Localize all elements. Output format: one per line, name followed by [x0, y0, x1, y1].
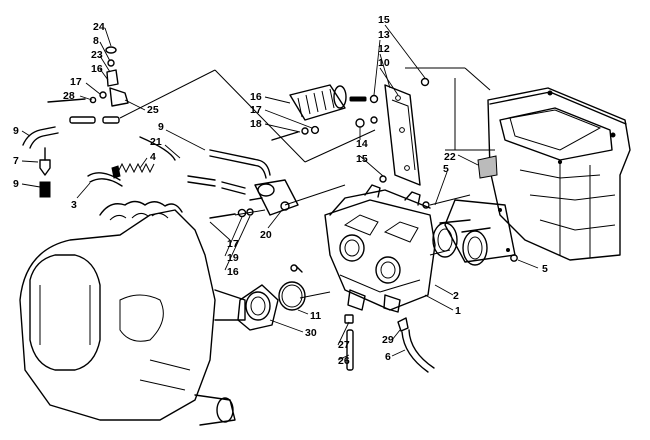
callout-26: 26 [338, 355, 350, 367]
fuel-pump [209, 179, 299, 219]
callout-28: 28 [63, 90, 75, 102]
callout-4: 4 [150, 151, 156, 163]
fuel-filter-spring [111, 162, 155, 179]
callout-1: 1 [455, 305, 461, 317]
vent-hose [397, 317, 435, 373]
fuel-line-9 [209, 149, 271, 179]
callout-20: 20 [260, 229, 272, 241]
callout-22: 22 [444, 151, 456, 163]
callout-5: 5 [443, 163, 449, 175]
callout-14: 14 [356, 138, 368, 150]
callout-2: 2 [453, 290, 459, 302]
callout-9: 9 [13, 178, 19, 190]
callout-16: 16 [91, 63, 103, 75]
callout-9: 9 [158, 121, 164, 133]
callout-15: 15 [356, 153, 368, 165]
callout-27: 27 [338, 339, 350, 351]
callout-13: 13 [378, 29, 390, 41]
callout-16: 16 [250, 91, 262, 103]
leader-lines [21, 24, 539, 361]
callout-16: 16 [227, 266, 239, 278]
callout-7: 7 [13, 155, 19, 167]
intake-adapter [432, 199, 516, 266]
callout-6: 6 [385, 351, 391, 363]
engine-block [19, 200, 246, 426]
intake-flange [237, 284, 279, 331]
callout-30: 30 [305, 327, 317, 339]
misc-fasteners [422, 201, 518, 262]
callout-5: 5 [542, 263, 548, 275]
airbox-silencer [487, 87, 631, 261]
callout-15: 15 [378, 14, 390, 26]
carburetor-assembly [324, 184, 436, 313]
callout-17: 17 [227, 238, 239, 250]
fuel-line-21 [139, 136, 246, 195]
callout-17: 17 [70, 76, 82, 88]
callout-10: 10 [378, 57, 390, 69]
callout-23: 23 [91, 49, 103, 61]
callout-19: 19 [227, 252, 239, 264]
mounting-bracket [384, 84, 421, 186]
callout-12: 12 [378, 43, 390, 55]
fuel-fitting-group [22, 46, 129, 198]
callout-25: 25 [147, 104, 159, 116]
callout-24: 24 [93, 21, 105, 33]
callout-8: 8 [93, 35, 99, 47]
ignition-module [271, 84, 347, 141]
intake-clamp [278, 264, 306, 311]
callout-18: 18 [250, 118, 262, 130]
decal-plate [477, 155, 498, 179]
callout-29: 29 [382, 334, 394, 346]
callout-11: 11 [310, 310, 321, 322]
hose-clamp [87, 172, 123, 187]
fasteners-bracket [349, 77, 430, 183]
callout-9: 9 [13, 125, 19, 137]
callout-3: 3 [71, 199, 77, 211]
callout-labels: 24 8 23 16 17 28 25 9 7 9 3 4 21 9 16 17… [13, 14, 548, 367]
callout-21: 21 [150, 136, 162, 148]
callout-17: 17 [250, 104, 262, 116]
